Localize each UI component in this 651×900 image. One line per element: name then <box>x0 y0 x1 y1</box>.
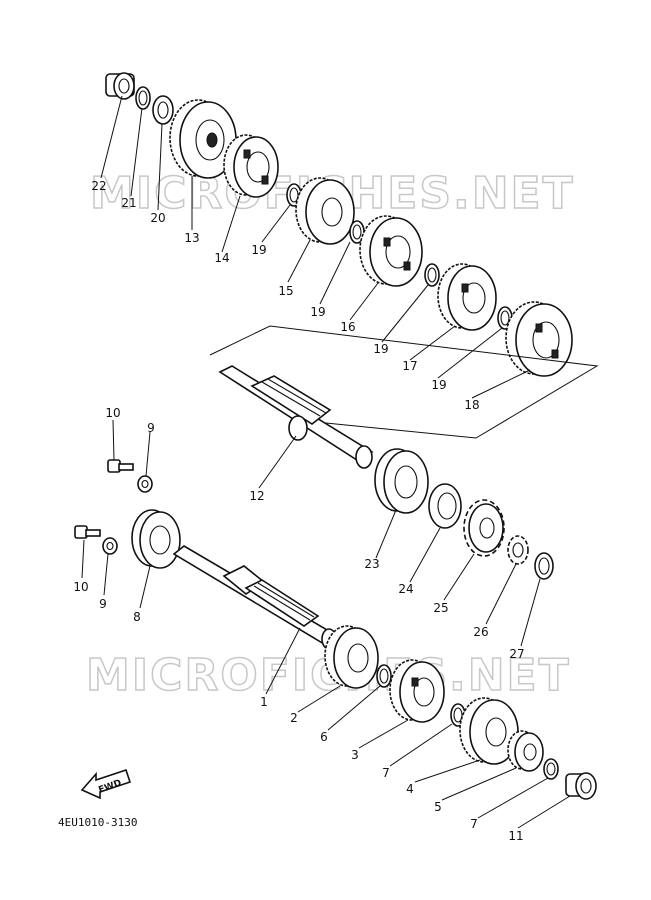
callout-19c: 19 <box>373 342 388 356</box>
drive-sprocket-25 <box>463 499 505 557</box>
callout-3: 3 <box>351 748 359 762</box>
callout-25: 25 <box>433 601 448 615</box>
main-axle-12 <box>218 365 374 469</box>
callout-13: 13 <box>184 231 199 245</box>
callout-7b: 7 <box>470 817 478 831</box>
gear-13 <box>169 99 237 179</box>
circlip-21 <box>135 86 151 110</box>
callout-9a: 9 <box>147 421 155 435</box>
diagram-code: 4EU1010-3130 <box>58 816 137 829</box>
callout-19b: 19 <box>310 305 325 319</box>
callout-4: 4 <box>406 782 414 796</box>
circlip-19c <box>424 263 440 287</box>
callout-2: 2 <box>290 711 298 725</box>
gear-4 <box>459 697 519 765</box>
callout-18: 18 <box>464 398 479 412</box>
needle-bearing-11 <box>565 772 597 800</box>
gear-15 <box>295 177 355 245</box>
circlip-7b <box>543 758 559 780</box>
callout-19a: 19 <box>251 243 266 257</box>
callout-23: 23 <box>364 557 379 571</box>
callout-22: 22 <box>91 179 106 193</box>
callout-19d: 19 <box>431 378 446 392</box>
callout-5: 5 <box>434 800 442 814</box>
washer-9a <box>137 475 153 493</box>
gear-18 <box>505 301 573 377</box>
callout-10b: 10 <box>73 580 88 594</box>
callout-9b: 9 <box>99 597 107 611</box>
circlip-6 <box>376 664 392 688</box>
callout-15: 15 <box>278 284 293 298</box>
callout-12: 12 <box>249 489 264 503</box>
callout-24: 24 <box>398 582 413 596</box>
callout-21: 21 <box>121 196 136 210</box>
gear-3 <box>389 659 445 723</box>
bearing-8 <box>131 509 181 569</box>
needle-bearing-22 <box>105 72 135 100</box>
callout-17: 17 <box>402 359 417 373</box>
gear-2 <box>324 625 379 689</box>
lock-washer-26 <box>507 535 529 565</box>
circlip-27 <box>534 552 554 580</box>
callout-8: 8 <box>133 610 141 624</box>
gear-17 <box>437 263 497 331</box>
gear-16 <box>359 215 423 287</box>
callout-16: 16 <box>340 320 355 334</box>
assembly-bracket <box>209 325 599 439</box>
fwd-arrow-icon: FWD <box>80 768 132 800</box>
callout-26: 26 <box>473 625 488 639</box>
bolt-10a <box>107 459 134 473</box>
gear-14 <box>223 134 279 198</box>
bolt-10b <box>74 525 101 539</box>
leader-lines <box>81 95 571 829</box>
callout-27: 27 <box>509 647 524 661</box>
washer-9b <box>102 537 118 555</box>
callout-labels: 22 21 20 13 14 19 15 19 16 19 17 19 18 1… <box>73 179 524 843</box>
bearing-23 <box>374 448 429 514</box>
callout-7a: 7 <box>382 766 390 780</box>
gear-5 <box>507 730 544 772</box>
callout-11: 11 <box>508 829 523 843</box>
callout-14: 14 <box>214 251 229 265</box>
callout-10a: 10 <box>105 406 120 420</box>
main-shaft-1 <box>172 545 337 650</box>
callout-20: 20 <box>150 211 165 225</box>
oil-seal-24 <box>428 483 462 529</box>
callout-6: 6 <box>320 730 328 744</box>
washer-20 <box>152 95 174 125</box>
callout-1: 1 <box>260 695 268 709</box>
